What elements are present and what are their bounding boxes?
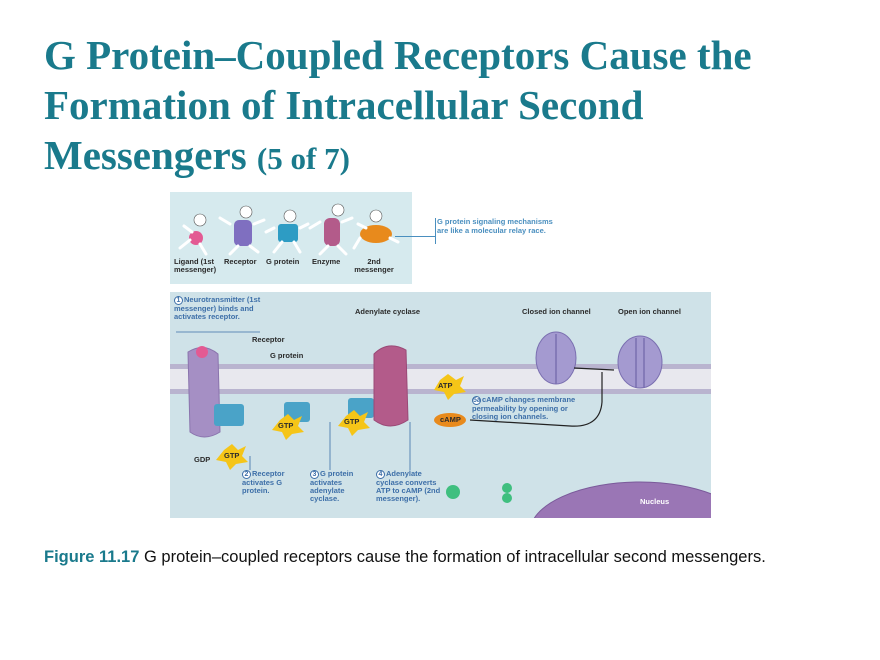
receptor-label: Receptor (252, 335, 285, 344)
relay-label-ligand: Ligand (1st messenger) (174, 257, 217, 274)
closed-ion-channel-shape (535, 331, 577, 385)
closed-channel-label: Closed ion channel (522, 307, 591, 316)
channel-arrow (573, 367, 615, 371)
neurotransmitter-icon (196, 346, 208, 358)
gtp-label-2: GTP (344, 417, 360, 426)
open-ion-channel-shape (617, 335, 663, 389)
relay-label-second-messenger: 2nd messenger (354, 257, 394, 274)
relay-note-connector (395, 236, 435, 237)
title-main: G Protein–Coupled Receptors Cause the Fo… (44, 32, 752, 178)
membrane-svg (170, 331, 711, 518)
relay-note: G protein signaling mechanisms are like … (437, 217, 553, 235)
runner-enzyme-icon (308, 203, 354, 256)
atp-label: ATP (438, 381, 453, 390)
caption-text: G protein–coupled receptors cause the fo… (139, 548, 766, 566)
step5a-text: 5acAMP changes membrane permeability by … (472, 395, 576, 421)
gdp-label: GDP (194, 455, 211, 464)
molecule-icon (502, 483, 512, 493)
gtp-label-3: GTP (224, 451, 240, 460)
atp-badge (434, 374, 466, 400)
open-channel-label: Open ion channel (618, 307, 681, 316)
runner-g-protein-icon (264, 209, 310, 254)
figure-caption: Figure 11.17 G protein–coupled receptors… (44, 546, 834, 568)
adenylate-cyclase-shape (373, 345, 409, 427)
gtp-badge-1 (272, 414, 304, 440)
molecule-icon (502, 493, 512, 503)
camp-badge (434, 413, 466, 427)
molecule-icon (446, 485, 460, 499)
figure: Ligand (1st messenger) Receptor G protei… (170, 192, 711, 518)
slide-title: G Protein–Coupled Receptors Cause the Fo… (44, 30, 844, 184)
g-protein-label: G protein (270, 351, 304, 360)
camp-arrow (469, 372, 603, 427)
figure-number: Figure 11.17 (44, 548, 140, 566)
runner-ligand-icon (178, 213, 208, 256)
relay-note-bracket (435, 218, 436, 244)
receptor-shape (187, 346, 221, 438)
runner-receptor-icon (218, 205, 266, 256)
camp-label: cAMP (440, 415, 461, 424)
runner-second-messenger-icon (352, 209, 400, 250)
nucleus-shape (533, 481, 711, 518)
relay-label-g-protein: G protein (266, 257, 300, 266)
relay-runners (178, 203, 400, 256)
adenylate-cyclase-label: Adenylate cyclase (355, 307, 421, 316)
nucleus-label: Nucleus (640, 497, 670, 506)
gtp-badge-3 (216, 444, 248, 470)
g-protein-active (214, 404, 244, 426)
relay-race-panel: Ligand (1st messenger) Receptor G protei… (170, 192, 412, 284)
relay-label-receptor: Receptor (224, 257, 257, 266)
gtp-badge-2 (338, 410, 370, 436)
relay-label-enzyme: Enzyme (312, 257, 341, 266)
title-part: (5 of 7) (256, 141, 350, 176)
gtp-label-1: GTP (278, 421, 294, 430)
